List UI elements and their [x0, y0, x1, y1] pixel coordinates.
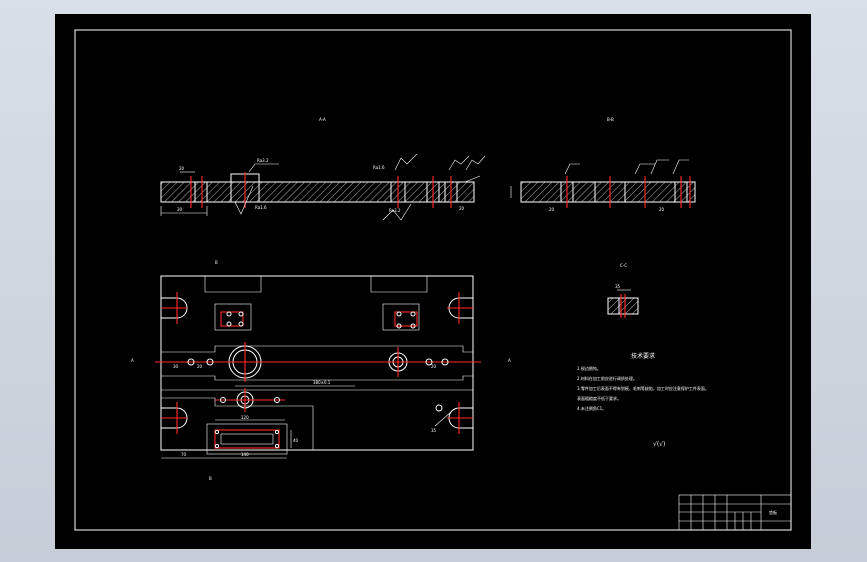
drawing-frame: [74, 29, 792, 531]
dim-section-a-top-left: 20: [179, 166, 185, 171]
roughness-label-3: Ra1.6: [373, 165, 385, 170]
dim-slot-width: 40: [293, 438, 299, 443]
dim-bottom-span: 140: [241, 452, 249, 457]
drawing-canvas: A-A 30 20: [74, 29, 792, 531]
dim-section-a-right: 20: [459, 206, 465, 211]
title-block-part-name: 垫板: [769, 509, 777, 515]
tech-requirements: 技术要求 1.锐边倒钝。 2.材料在加工前应进行调质处理。 3.零件加工后表面不…: [577, 352, 709, 448]
svg-text:20: 20: [549, 207, 555, 212]
plan-view-side-left: A: [131, 358, 134, 363]
drawing-sheet[interactable]: A-A 30 20: [55, 14, 811, 549]
section-b-label: B-B: [607, 117, 614, 122]
dim-slot-length: 120: [241, 415, 249, 420]
bottom-slot-outline: [206, 423, 288, 455]
pocket-right: [382, 303, 420, 331]
roughness-label-2: Ra3.2: [257, 158, 269, 163]
plan-view: B A A B: [131, 260, 511, 481]
section-b-body: [520, 181, 696, 203]
plan-view-label: B: [215, 260, 218, 265]
section-a-hole-1: [194, 181, 208, 203]
tech-line-4: 表面粗糙度不低于要求。: [577, 395, 621, 401]
bottom-slot: [214, 429, 280, 449]
plan-view-side-right: A: [508, 358, 511, 363]
svg-text:20: 20: [197, 364, 203, 369]
section-c-view: C-C 35: [607, 263, 639, 318]
section-b-view: B-B 20 20: [510, 117, 696, 212]
title-block: 垫板: [678, 494, 792, 531]
section-a-body: [160, 181, 475, 203]
svg-text:35: 35: [615, 284, 621, 289]
surface-finish-symbol: √(√): [653, 441, 665, 448]
plan-view-bottom-label: B: [209, 476, 212, 481]
roughness-label-4: Ra3.2: [389, 208, 401, 213]
pocket-left: [214, 303, 252, 331]
plan-outline: [160, 275, 474, 451]
svg-text:35: 35: [431, 428, 437, 433]
tech-line-2: 2.材料在加工前应进行调质处理。: [577, 375, 637, 381]
pocket-left-centerline: [220, 311, 244, 327]
pocket-right-centerline: [394, 311, 418, 327]
dim-overall-length: 380±0.1: [313, 380, 331, 385]
section-a-view: A-A 30 20: [160, 117, 486, 221]
tech-line-3: 3.零件加工后表面不得有划痕、毛刺等缺陷，加工时应注意保护工件表面。: [577, 385, 709, 391]
roughness-symbol-1: [234, 185, 254, 215]
section-a-label: A-A: [319, 117, 326, 122]
tech-line-5: 4.未注倒角C1。: [577, 405, 606, 411]
dim-section-a-left: 30: [177, 207, 183, 212]
svg-text:30: 30: [173, 364, 179, 369]
roughness-label-1: Ra1.6: [255, 205, 267, 210]
tech-line-1: 1.锐边倒钝。: [577, 365, 601, 371]
svg-text:20: 20: [431, 364, 437, 369]
section-c-body: [607, 297, 639, 315]
section-c-label: C-C: [620, 263, 627, 268]
tech-requirements-title: 技术要求: [631, 352, 655, 360]
dim-left-offset: 70: [181, 452, 187, 457]
svg-text:20: 20: [659, 207, 665, 212]
